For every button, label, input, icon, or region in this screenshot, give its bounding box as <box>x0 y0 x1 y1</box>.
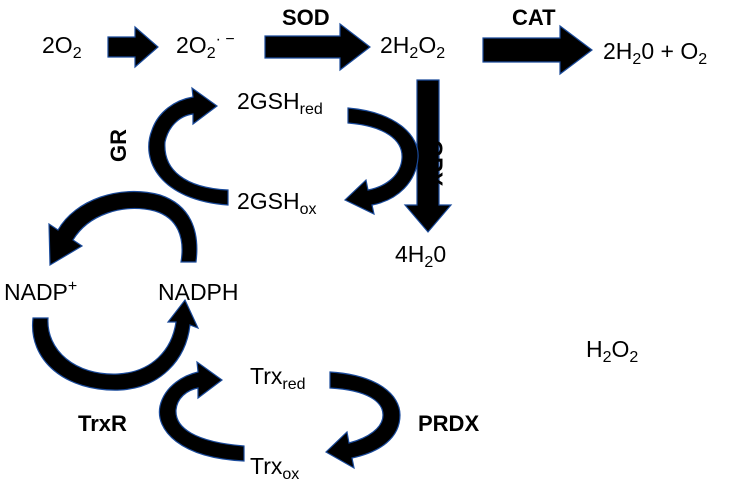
arrow-gr-cycle <box>148 86 229 206</box>
trx-red-label: Trxred <box>250 363 306 393</box>
nadp-label: NADP+ <box>4 278 78 305</box>
sod-label: SOD <box>282 5 330 30</box>
h2o2-side-label: H2O2 <box>586 336 639 366</box>
gsh-ox-label: 2GSHox <box>237 188 317 218</box>
gsh-red-label: 2GSHred <box>237 88 323 118</box>
gpx-label: GPX <box>422 140 447 187</box>
superoxide-label: 2O2· − <box>176 31 235 62</box>
arrow-gpx <box>403 79 453 233</box>
cat-products-label: 2H20 + O2 <box>603 38 708 68</box>
arrow-gpx-cycle <box>343 107 419 216</box>
arrow-trxr-cycle <box>158 360 245 462</box>
prdx-label: PRDX <box>418 411 480 436</box>
arrow-nadph-to-nadp <box>48 191 198 267</box>
nadph-label: NADPH <box>158 279 239 305</box>
trxr-label: TrxR <box>78 411 127 436</box>
arrow-o2-to-superoxide <box>107 25 159 69</box>
arrow-nadp-to-nadph <box>31 298 200 391</box>
trx-ox-label: Trxox <box>250 453 300 483</box>
gr-label: GR <box>106 129 131 162</box>
o2-label: 2O2 <box>42 32 82 62</box>
water-label: 4H20 <box>395 241 447 271</box>
h2o2-label: 2H2O2 <box>380 32 446 62</box>
arrow-cat <box>482 24 593 76</box>
cat-label: CAT <box>512 5 556 30</box>
arrow-sod <box>264 22 371 72</box>
arrow-prdx-cycle <box>325 371 401 470</box>
